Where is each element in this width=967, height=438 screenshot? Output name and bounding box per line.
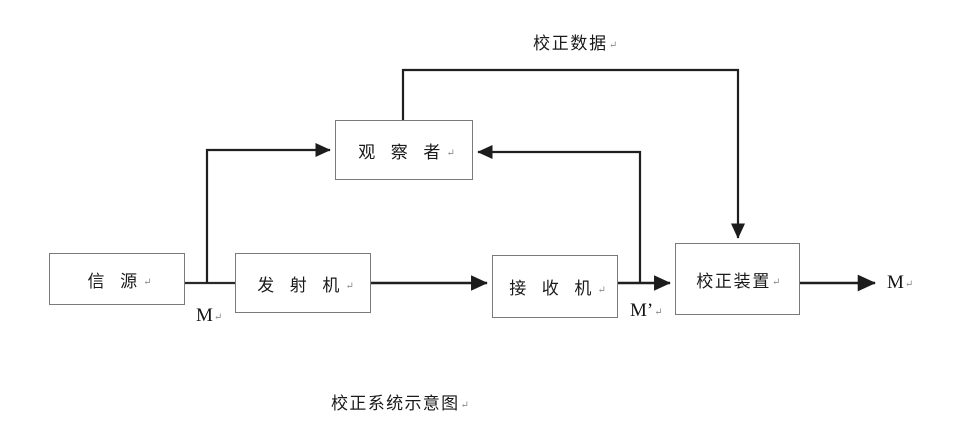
edge-observer-to-corrector bbox=[401, 68, 746, 239]
node-receiver[interactable]: 接 收 机↵ bbox=[492, 255, 618, 318]
pilcrow-mark: ↵ bbox=[213, 311, 223, 323]
pilcrow-mark: ↵ bbox=[460, 399, 469, 411]
pilcrow-mark: ↵ bbox=[345, 281, 354, 293]
node-transmitter[interactable]: 发 射 机↵ bbox=[235, 253, 371, 313]
node-transmitter-label: 发 射 机↵ bbox=[257, 275, 354, 296]
node-receiver-label: 接 收 机↵ bbox=[509, 279, 606, 299]
pilcrow-mark: ↵ bbox=[772, 277, 781, 289]
node-source[interactable]: 信 源↵ bbox=[49, 253, 185, 305]
signal-label-m-output: M↵ bbox=[887, 272, 914, 293]
edge-junction-to-observer bbox=[205, 142, 331, 283]
pilcrow-mark: ↵ bbox=[143, 277, 152, 289]
diagram-caption: 校正系统示意图↵ bbox=[331, 394, 469, 414]
signal-label-m-input: M↵ bbox=[196, 305, 223, 326]
node-source-label: 信 源↵ bbox=[87, 271, 152, 292]
pilcrow-mark: ↵ bbox=[597, 284, 606, 296]
edge-label-correction-data: 校正数据↵ bbox=[533, 34, 618, 54]
pilcrow-mark: ↵ bbox=[654, 306, 663, 318]
signal-label-m-prime: M’↵ bbox=[630, 300, 663, 321]
pilcrow-mark: ↵ bbox=[904, 278, 914, 290]
pilcrow-mark: ↵ bbox=[608, 39, 618, 51]
edge-mprime-to-observer bbox=[477, 144, 642, 283]
node-corrector[interactable]: 校正装置↵ bbox=[675, 243, 800, 315]
pilcrow-mark: ↵ bbox=[446, 148, 455, 160]
node-observer[interactable]: 观 察 者↵ bbox=[335, 120, 473, 180]
node-corrector-label: 校正装置↵ bbox=[696, 271, 781, 292]
node-observer-label: 观 察 者↵ bbox=[358, 142, 455, 163]
